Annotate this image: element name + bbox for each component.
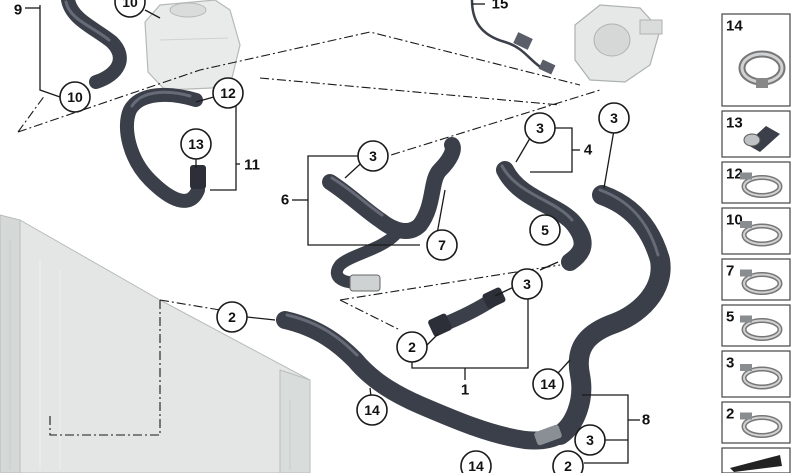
hose-14-lower xyxy=(276,311,574,450)
legend-item-13[interactable]: 13 xyxy=(721,110,791,158)
label-1: 1 xyxy=(461,382,469,399)
label-15: 15 xyxy=(492,0,509,13)
expansion-tank xyxy=(144,0,241,91)
svg-text:3: 3 xyxy=(523,276,531,292)
hose-9 xyxy=(61,0,127,89)
legend-item-3[interactable]: 3 xyxy=(721,350,791,398)
svg-text:10: 10 xyxy=(122,0,138,10)
hose-clamp-icon xyxy=(740,364,783,390)
legend-label: 7 xyxy=(726,263,734,280)
svg-text:14: 14 xyxy=(468,458,484,473)
svg-text:13: 13 xyxy=(188,136,204,152)
svg-text:5: 5 xyxy=(541,222,549,238)
svg-text:7: 7 xyxy=(438,237,446,253)
hose-clamp-icon xyxy=(740,269,783,295)
callout-14-middle[interactable]: 14 xyxy=(532,368,564,400)
callout-7[interactable]: 7 xyxy=(426,229,458,261)
legend-item-10[interactable]: 10 xyxy=(721,207,791,255)
legend-footer-arrow xyxy=(721,447,791,473)
svg-text:3: 3 xyxy=(610,110,618,126)
callout-3-hose6[interactable]: 3 xyxy=(357,140,389,172)
sensor-cable xyxy=(470,0,556,75)
legend-item-2[interactable]: 2 xyxy=(721,401,791,444)
label-4: 4 xyxy=(584,142,593,159)
label-6: 6 xyxy=(281,192,289,209)
callout-3-hose8[interactable]: 3 xyxy=(598,102,630,134)
quick-connector-icon xyxy=(743,126,780,152)
legend-item-7[interactable]: 7 xyxy=(721,258,791,301)
thermostat-housing xyxy=(574,4,663,83)
svg-text:14: 14 xyxy=(540,376,556,392)
callout-2-radiator[interactable]: 2 xyxy=(216,301,248,333)
callout-3-hose1[interactable]: 3 xyxy=(511,268,543,300)
callout-13[interactable]: 13 xyxy=(180,128,212,160)
legend-label: 5 xyxy=(726,309,734,326)
callout-3-hose4[interactable]: 3 xyxy=(524,112,556,144)
svg-text:14: 14 xyxy=(364,402,380,418)
callout-3-hose8-lower[interactable]: 3 xyxy=(574,424,606,456)
clamp-band-icon xyxy=(738,50,786,88)
label-9: 9 xyxy=(14,2,22,19)
legend-label: 13 xyxy=(726,115,743,132)
label-11: 11 xyxy=(244,157,260,174)
legend-label: 2 xyxy=(726,406,734,423)
legend-item-12[interactable]: 12 xyxy=(721,161,791,204)
label-8: 8 xyxy=(642,412,650,429)
svg-text:3: 3 xyxy=(586,432,594,448)
hose-6 xyxy=(322,137,461,292)
svg-text:3: 3 xyxy=(536,120,544,136)
callout-14-bottom[interactable]: 14 xyxy=(460,450,492,473)
callout-12[interactable]: 12 xyxy=(212,77,244,109)
svg-text:2: 2 xyxy=(228,309,236,325)
callout-10[interactable]: 10 xyxy=(59,81,91,113)
svg-text:12: 12 xyxy=(220,85,236,101)
legend-label: 12 xyxy=(726,166,743,183)
svg-text:3: 3 xyxy=(369,148,377,164)
hose-11 xyxy=(119,87,206,208)
hose-1 xyxy=(428,287,506,337)
legend-label: 14 xyxy=(726,18,743,35)
hose-clamp-icon xyxy=(740,172,783,198)
hose-4 xyxy=(496,161,592,271)
legend-label: 3 xyxy=(726,355,734,372)
svg-text:10: 10 xyxy=(67,89,83,105)
callout-2-hose1[interactable]: 2 xyxy=(396,331,428,363)
hose-clamp-icon xyxy=(740,221,783,247)
hose-8 xyxy=(550,185,671,445)
callout-14-left[interactable]: 14 xyxy=(356,394,388,426)
dashed-leaders xyxy=(17,31,601,436)
legend-label: 10 xyxy=(726,212,743,229)
hose-clamp-icon xyxy=(740,315,783,341)
callout-2-bottom[interactable]: 2 xyxy=(552,450,584,473)
legend-item-5[interactable]: 5 xyxy=(721,304,791,347)
callout-10-top[interactable]: 10 xyxy=(114,0,146,18)
svg-text:2: 2 xyxy=(408,339,416,355)
parts-legend: 14 13 12 10 7 5 3 2 xyxy=(721,13,791,473)
hose-clamp-icon xyxy=(740,412,783,438)
radiator xyxy=(0,214,311,473)
legend-item-14[interactable]: 14 xyxy=(721,13,791,107)
svg-text:2: 2 xyxy=(564,458,572,473)
callout-5[interactable]: 5 xyxy=(529,214,561,246)
